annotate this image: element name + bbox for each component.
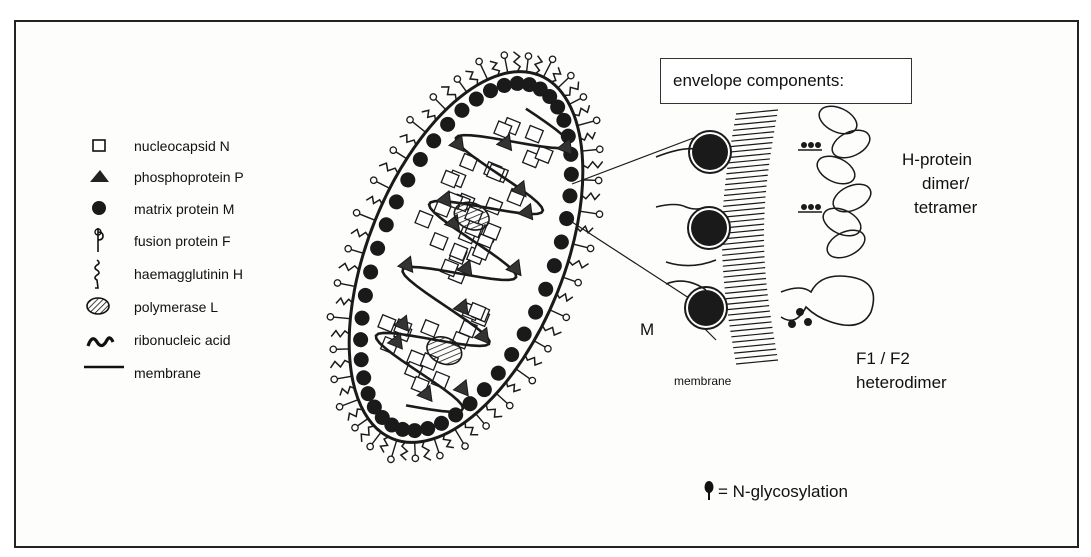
lipid-molecule	[723, 213, 765, 217]
lipid-molecule	[725, 284, 767, 288]
lipid-molecule	[725, 181, 767, 185]
membrane-label: membrane	[674, 374, 731, 388]
f-protein-label: F1 / F2 heterodimer	[856, 347, 947, 395]
lipid-molecule	[723, 262, 765, 266]
f-protein-line-1: F1 / F2	[856, 347, 947, 371]
protein-tail	[666, 260, 716, 266]
lipid-molecule	[729, 317, 771, 321]
lipid-molecule	[730, 322, 772, 326]
lipid-molecule	[726, 300, 768, 304]
lipid-molecule	[726, 175, 768, 179]
h-protein-line-1: H-protein	[902, 148, 977, 172]
lipid-molecule	[725, 289, 767, 293]
lipid-molecule	[728, 159, 770, 163]
glycosylation-bead	[801, 204, 807, 210]
h-protein-line-3: tetramer	[902, 196, 977, 220]
lipid-molecule	[735, 115, 777, 119]
lipid-molecule	[723, 257, 765, 261]
h-protein-lobe	[823, 225, 869, 264]
matrix-protein-large	[685, 287, 727, 329]
lipid-molecule	[722, 246, 764, 250]
lipid-molecule	[724, 278, 766, 282]
lipid-molecule	[725, 186, 767, 190]
lipid-molecule	[736, 360, 778, 364]
zoom-line-top	[572, 137, 696, 184]
lipid-molecule	[730, 327, 772, 331]
lipid-molecule	[730, 143, 772, 147]
lipid-molecule	[731, 137, 773, 141]
f-protein-body	[781, 276, 874, 325]
h-protein-label: H-protein dimer/ tetramer	[902, 148, 977, 220]
matrix-protein-large	[688, 207, 730, 249]
glycosylation-bead	[801, 142, 807, 148]
lipid-molecule	[733, 344, 775, 348]
lipid-molecule	[724, 197, 766, 201]
matrix-protein-large	[689, 131, 731, 173]
h-protein-lobe	[815, 101, 861, 140]
lipid-molecule	[734, 349, 776, 353]
lipid-molecule	[735, 355, 777, 359]
lipid-molecule	[733, 126, 775, 130]
glycosylation-label: = N-glycosylation	[718, 482, 848, 502]
lipid-molecule	[729, 153, 771, 157]
lipid-molecule	[726, 170, 768, 174]
lipid-molecule	[732, 338, 774, 342]
glycosylation-bead	[808, 142, 814, 148]
m-label: M	[640, 320, 654, 340]
glycosylation-bead	[815, 142, 821, 148]
h-protein-line-2: dimer/	[902, 172, 977, 196]
lipid-molecule	[734, 121, 776, 125]
f-protein	[781, 276, 874, 328]
h-protein-lobe	[829, 179, 875, 218]
lipid-molecule	[736, 110, 778, 114]
protein-tail	[656, 205, 706, 210]
lipid-molecule	[723, 202, 765, 206]
zoom-line-bottom	[572, 222, 692, 300]
glycosylation-bead	[788, 320, 796, 328]
lipid-molecule	[722, 251, 764, 255]
lipid-molecule	[726, 295, 768, 299]
matrix-protein-fill	[692, 134, 728, 170]
lipid-molecule	[731, 333, 773, 337]
f-protein-line-2: heterodimer	[856, 371, 947, 395]
matrix-protein-fill	[688, 290, 724, 326]
glycosylation-bead	[815, 204, 821, 210]
lipid-molecule	[724, 273, 766, 277]
glycosylation-bead	[808, 204, 814, 210]
lipid-molecule	[722, 240, 764, 244]
envelope-detail	[16, 22, 1081, 550]
lipid-molecule	[723, 268, 765, 272]
glycosylation-icon	[702, 480, 716, 502]
lipid-molecule	[732, 132, 774, 136]
lipid-molecule	[730, 148, 772, 152]
lipid-molecule	[728, 311, 770, 315]
lipid-molecule	[727, 306, 769, 310]
glycosylation-bead	[796, 308, 804, 316]
h-protein-tetramer	[798, 101, 875, 264]
matrix-protein-fill	[691, 210, 727, 246]
lipid-molecule	[727, 164, 769, 168]
lipid-molecule	[723, 208, 765, 212]
lipid-molecule	[724, 192, 766, 196]
glycosylation-bead	[804, 318, 812, 326]
diagram-frame: nucleocapsid N phosphoprotein P matrix p…	[14, 20, 1079, 548]
